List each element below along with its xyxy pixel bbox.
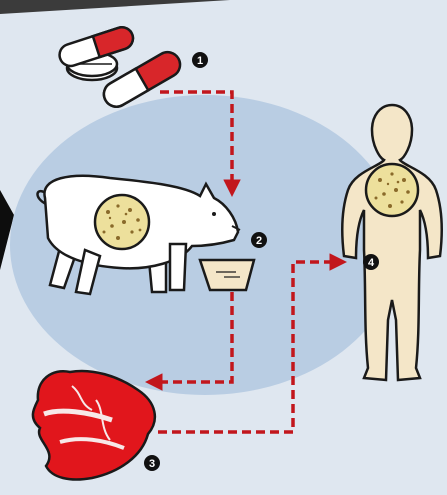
- step-badge-2: 2: [251, 232, 267, 248]
- step-number-3: 3: [149, 458, 155, 470]
- step-badge-3: 3: [144, 455, 160, 471]
- step-badge-1: 1: [192, 52, 208, 68]
- step-number-1: 1: [197, 55, 203, 67]
- feed-trough-icon: [200, 260, 254, 290]
- step-number-2: 2: [256, 235, 262, 247]
- step-number-4: 4: [368, 257, 375, 269]
- step-badge-4: 4: [363, 254, 379, 270]
